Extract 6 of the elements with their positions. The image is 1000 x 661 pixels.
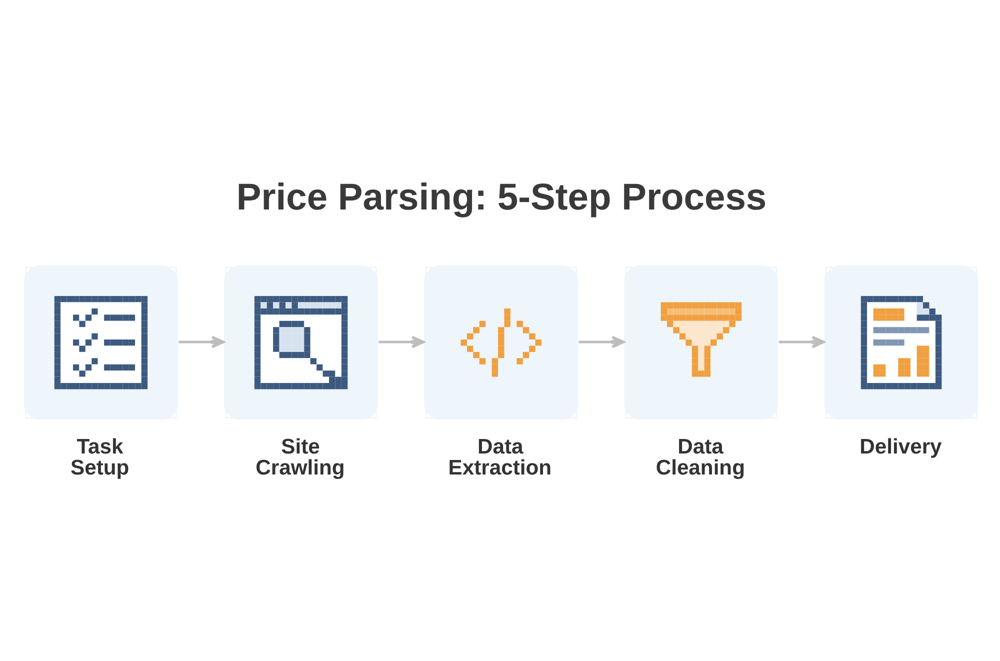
node-label: Data Extraction	[448, 435, 552, 480]
diagram-title: Price Parsing: 5-Step Process	[236, 176, 766, 218]
node-label: Task Setup	[70, 435, 129, 480]
node-label: Site Crawling	[255, 435, 344, 480]
node-label: Delivery	[859, 435, 942, 458]
node-label: Data Cleaning	[655, 435, 744, 480]
